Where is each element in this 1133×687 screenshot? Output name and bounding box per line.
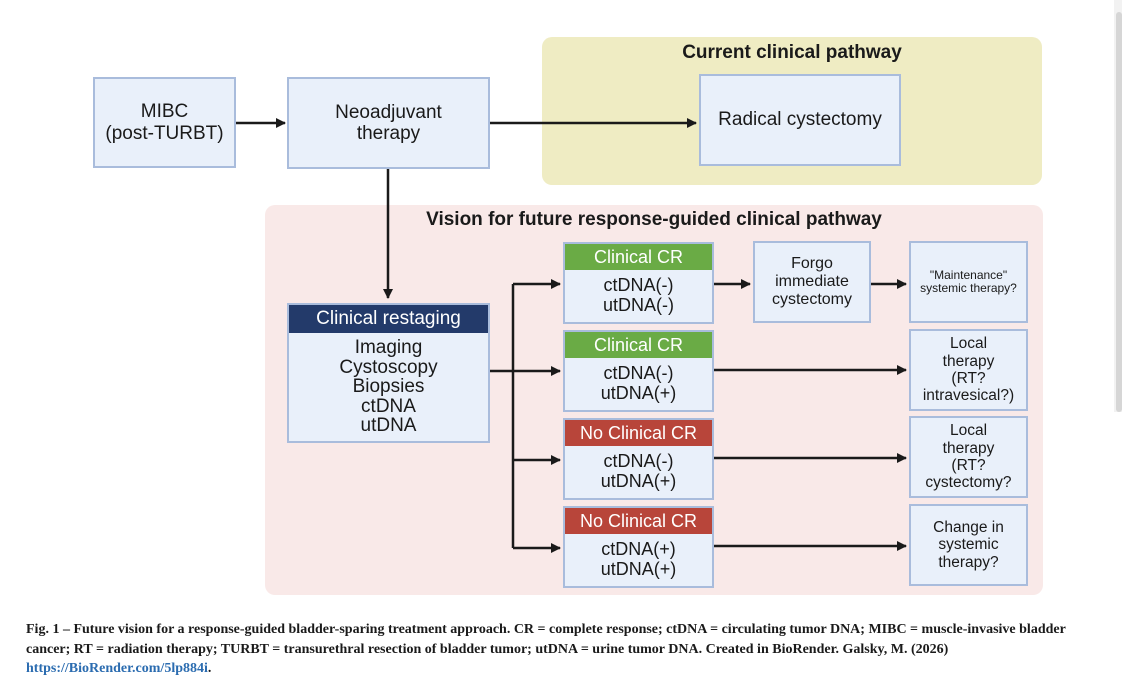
status-line: utDNA(+): [600, 471, 677, 491]
caption-text: Fig. 1 – Future vision for a response-gu…: [26, 622, 1066, 657]
status-line: ctDNA(+): [601, 539, 676, 559]
forgo-cystectomy-box: Forgo immediate cystectomy: [753, 241, 871, 323]
current-pathway-title: Current clinical pathway: [682, 42, 902, 63]
forgo-line: Forgo: [791, 255, 833, 273]
outcome-line: therapy?: [938, 553, 999, 571]
biorender-link[interactable]: https://BioRender.com/5lp884i: [26, 661, 208, 676]
caption-end: .: [207, 661, 212, 676]
status-box-3: No Clinical CR ctDNA(-) utDNA(+): [563, 418, 714, 500]
mibc-label: MIBC: [140, 101, 189, 123]
neoadjuvant-sublabel: therapy: [356, 123, 421, 144]
maintenance-therapy-box: "Maintenance" systemic therapy?: [909, 241, 1028, 323]
restaging-item: Cystoscopy: [339, 356, 438, 378]
change-systemic-therapy-box: Change in systemic therapy?: [909, 504, 1028, 586]
outcome-line: Change in: [933, 518, 1004, 536]
status-box-1: Clinical CR ctDNA(-) utDNA(-): [563, 242, 714, 324]
neoadjuvant-label: Neoadjuvant: [335, 101, 442, 123]
local-therapy-intravesical-box: Local therapy (RT? intravesical?): [909, 329, 1028, 411]
clinical-restaging-box: Clinical restaging Imaging Cystoscopy Bi…: [287, 303, 490, 443]
outcome-line: (RT?: [951, 457, 986, 474]
outcome-line: intravesical?): [922, 387, 1015, 405]
forgo-line: cystectomy: [771, 290, 852, 308]
status-header-no-clinical-cr: No Clinical CR: [565, 420, 712, 446]
forgo-line: immediate: [775, 273, 849, 291]
status-line: ctDNA(-): [603, 451, 674, 471]
future-pathway-title: Vision for future response-guided clinic…: [426, 209, 882, 230]
scrollbar-thumb[interactable]: [1116, 12, 1122, 412]
radical-cystectomy-box: Radical cystectomy: [699, 74, 901, 166]
restaging-item: ctDNA: [361, 395, 416, 417]
outcome-line: cystectomy?: [925, 474, 1012, 492]
status-box-4: No Clinical CR ctDNA(+) utDNA(+): [563, 506, 714, 588]
local-therapy-cystectomy-box: Local therapy (RT? cystectomy?: [909, 416, 1028, 498]
status-box-2: Clinical CR ctDNA(-) utDNA(+): [563, 330, 714, 412]
restaging-item: utDNA: [360, 415, 417, 436]
status-header-no-clinical-cr: No Clinical CR: [565, 508, 712, 534]
mibc-sublabel: (post-TURBT): [105, 122, 224, 144]
outcome-line: systemic therapy?: [920, 281, 1017, 295]
clinical-restaging-header: Clinical restaging: [289, 305, 488, 333]
outcome-line: therapy: [942, 352, 995, 370]
outcome-line: therapy: [942, 439, 995, 457]
outcome-line: Local: [949, 422, 988, 440]
outcome-line: "Maintenance": [929, 267, 1008, 282]
radical-cystectomy-label: Radical cystectomy: [718, 109, 882, 131]
figure-caption: Fig. 1 – Future vision for a response-gu…: [26, 620, 1111, 679]
status-line: ctDNA(-): [603, 363, 674, 383]
status-line: ctDNA(-): [603, 275, 674, 295]
status-line: utDNA(-): [603, 295, 674, 315]
restaging-item: Biopsies: [352, 376, 425, 397]
mibc-box: MIBC (post-TURBT): [93, 77, 236, 168]
status-header-clinical-cr: Clinical CR: [565, 332, 712, 358]
outcome-line: Local: [949, 335, 988, 353]
outcome-line: (RT?: [951, 370, 986, 387]
status-header-clinical-cr: Clinical CR: [565, 244, 712, 270]
status-line: utDNA(+): [600, 559, 677, 579]
outcome-line: systemic: [938, 536, 999, 554]
neoadjuvant-box: Neoadjuvant therapy: [287, 77, 490, 169]
restaging-item: Imaging: [354, 337, 423, 358]
status-line: utDNA(+): [600, 383, 677, 403]
